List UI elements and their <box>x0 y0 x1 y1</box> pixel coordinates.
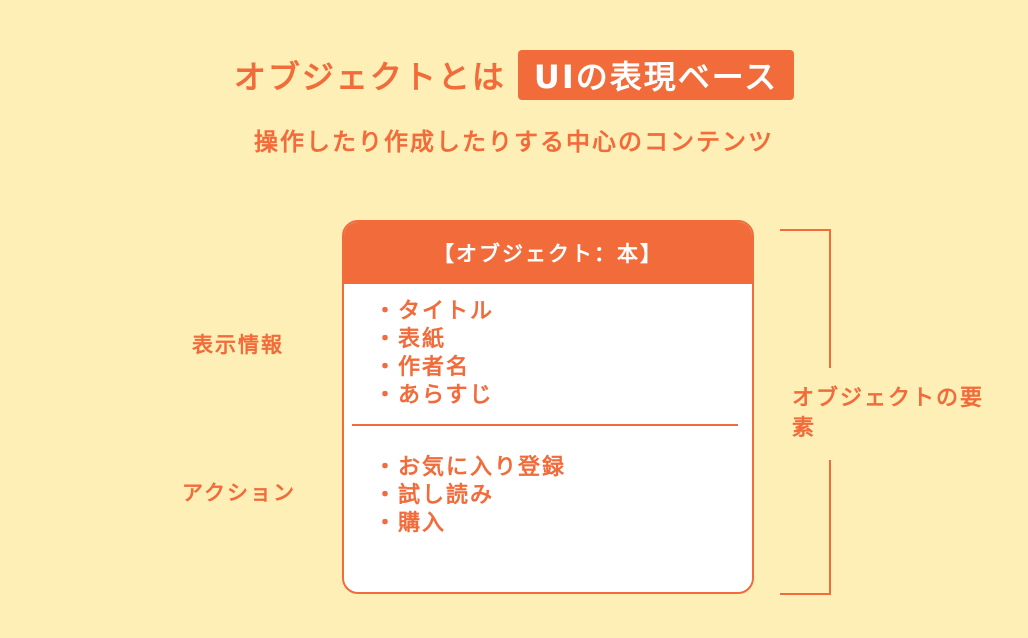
list-item: ・あらすじ <box>374 383 494 408</box>
action-label: アクション <box>182 481 296 505</box>
title-row: オブジェクトとは UIの表現ベース <box>0 50 1028 100</box>
list-item: ・購入 <box>374 511 447 536</box>
page-title: オブジェクトとは <box>233 58 506 96</box>
section-divider <box>352 424 738 426</box>
action-list: ・お気に入り登録 ・試し読み ・購入 <box>374 454 566 538</box>
card-header: 【オブジェクト：本】 <box>344 222 752 284</box>
page-subtitle: 操作したり作成したりする中心のコンテンツ <box>254 128 774 156</box>
list-item: ・作者名 <box>374 355 471 380</box>
display-info-list: ・タイトル ・表紙 ・作者名 ・あらすじ <box>374 298 494 410</box>
display-info-label: 表示情報 <box>192 333 284 357</box>
bracket-icon <box>780 229 831 595</box>
list-item: ・タイトル <box>374 299 495 324</box>
list-item: ・お気に入り登録 <box>374 455 567 480</box>
object-elements-label: オブジェクトの要素 <box>792 386 985 441</box>
list-item: ・試し読み <box>374 483 495 508</box>
title-badge: UIの表現ベース <box>517 50 795 100</box>
object-card: 【オブジェクト：本】 ・タイトル ・表紙 ・作者名 ・あらすじ ・お気に入り登録… <box>342 220 754 594</box>
list-item: ・表紙 <box>374 327 447 352</box>
